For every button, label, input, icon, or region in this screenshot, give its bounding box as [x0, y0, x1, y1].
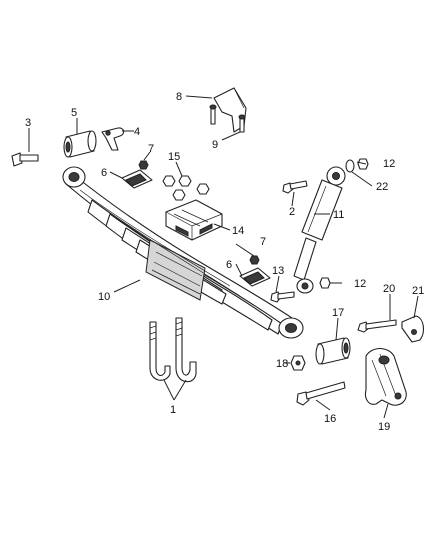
hanger-link [401, 315, 425, 343]
spring-plate [165, 199, 223, 241]
callout-12-upper: 12 [383, 158, 395, 170]
callout-22: 22 [376, 181, 388, 193]
callout-numbers: 1 2 3 4 5 6 6 7 7 8 9 10 11 12 12 13 14 … [25, 91, 424, 433]
callout-16: 16 [324, 413, 336, 425]
callout-13: 13 [272, 265, 284, 277]
callout-20: 20 [383, 283, 395, 295]
callout-6-upper: 6 [101, 167, 107, 179]
callout-10: 10 [98, 291, 110, 303]
front-bolt [11, 152, 39, 167]
callout-5: 5 [71, 107, 77, 119]
upper-bracket [209, 87, 247, 133]
callout-3: 3 [25, 117, 31, 129]
callout-11: 11 [333, 209, 344, 221]
shock-nut-upper [357, 158, 369, 170]
shock-bolt [282, 180, 308, 194]
callout-8: 8 [176, 91, 182, 103]
front-spring-eye [62, 166, 86, 188]
small-nut-upper [138, 160, 149, 170]
callout-6-lower: 6 [226, 259, 232, 271]
spring-clip [101, 127, 125, 151]
shackle-nut [290, 355, 306, 371]
spring-bushing [63, 130, 97, 158]
callout-17: 17 [332, 307, 344, 319]
u-bolts [149, 317, 197, 383]
callout-2: 2 [289, 206, 295, 218]
leaf-spring-pack [65, 171, 293, 335]
shock-absorber [293, 166, 346, 294]
callout-9: 9 [212, 139, 218, 151]
callout-14: 14 [232, 225, 244, 237]
spring-seat-rear [239, 267, 271, 287]
callout-7-lower: 7 [260, 236, 266, 248]
lower-shock-bolt [270, 291, 295, 303]
shock-nut-lower [319, 277, 331, 289]
spring-shackle [364, 347, 407, 406]
callout-12-lower: 12 [354, 278, 366, 290]
callout-7-upper: 7 [148, 143, 154, 155]
callout-15: 15 [168, 151, 180, 163]
callout-4: 4 [134, 126, 140, 138]
shackle-bolt [296, 381, 346, 406]
u-bolt-nuts [162, 175, 210, 201]
callout-18: 18 [276, 358, 288, 370]
rear-spring-eye [278, 317, 304, 339]
small-nut-lower [249, 255, 260, 265]
shock-washer [345, 159, 355, 173]
callout-1: 1 [170, 404, 176, 416]
callout-21: 21 [412, 285, 424, 297]
hanger-bolt [357, 319, 397, 333]
leader-lines [28, 95, 419, 419]
callout-19: 19 [378, 421, 390, 433]
shackle-bushing [315, 337, 351, 365]
spring-seat-front [121, 169, 153, 189]
